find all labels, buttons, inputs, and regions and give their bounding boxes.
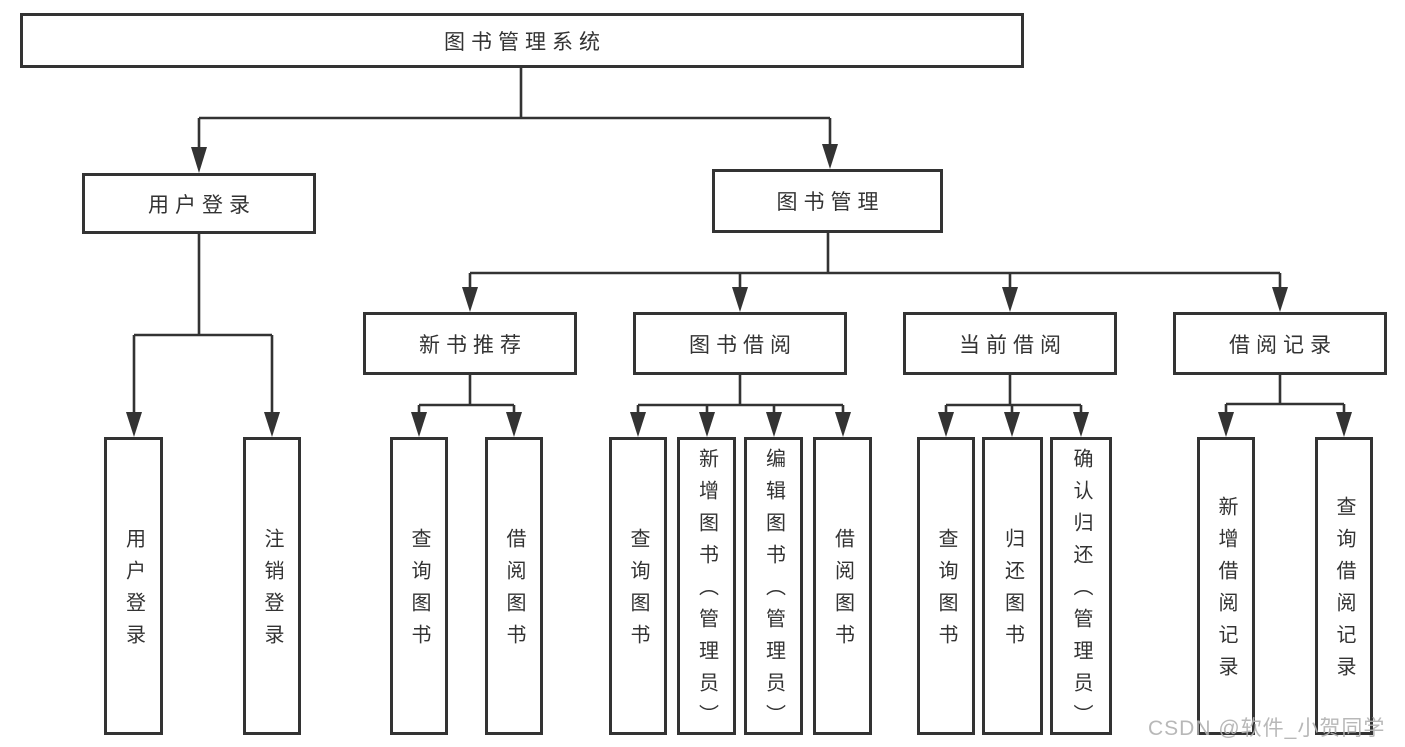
leaf-borrow-books-borrowing: 借阅图书: [813, 437, 872, 735]
leaf-confirm-return-admin-label: 确认归还（管理员）: [1070, 448, 1092, 736]
node-book-management: 图书管理: [712, 169, 943, 233]
leaf-borrow-books-borrowing-label: 借阅图书: [831, 528, 854, 656]
node-root-label: 图书管理系统: [444, 30, 606, 54]
leaf-add-books-admin-label: 新增图书（管理员）: [695, 448, 718, 736]
leaf-query-books-current-label: 查询图书: [935, 528, 957, 656]
node-borrowing-records: 借阅记录: [1173, 312, 1387, 375]
node-current-borrowing-label: 当前借阅: [959, 333, 1067, 357]
leaf-logout: 注销登录: [243, 437, 301, 735]
leaf-logout-label: 注销登录: [261, 528, 283, 656]
node-user-login: 用户登录: [82, 173, 316, 234]
node-user-login-label: 用户登录: [148, 193, 256, 217]
leaf-query-books-current: 查询图书: [917, 437, 975, 735]
leaf-return-books: 归还图书: [982, 437, 1043, 735]
node-book-borrowing-label: 图书借阅: [689, 333, 797, 357]
leaf-add-books-admin: 新增图书（管理员）: [677, 437, 736, 736]
node-new-book-recommendation-label: 新书推荐: [419, 333, 527, 357]
leaf-query-borrow-record-label: 查询借阅记录: [1333, 496, 1355, 688]
leaf-borrow-books-recommend: 借阅图书: [485, 437, 543, 735]
leaf-query-books-recommend: 查询图书: [390, 437, 448, 735]
leaf-query-books-borrowing: 查询图书: [609, 437, 667, 735]
leaf-add-borrow-record: 新增借阅记录: [1197, 437, 1255, 735]
node-book-management-label: 图书管理: [776, 191, 885, 214]
leaf-user-login: 用户登录: [104, 437, 163, 735]
node-current-borrowing: 当前借阅: [903, 312, 1117, 375]
node-book-borrowing: 图书借阅: [633, 312, 847, 375]
leaf-edit-books-admin-label: 编辑图书（管理员）: [762, 448, 785, 736]
node-root-system: 图书管理系统: [20, 13, 1024, 68]
leaf-query-books-borrowing-label: 查询图书: [627, 528, 649, 656]
arrowhead-icons: [126, 144, 1352, 437]
watermark: CSDN @软件_小贺同学: [1148, 717, 1386, 740]
leaf-query-books-recommend-label: 查询图书: [408, 528, 430, 656]
leaf-return-books-label: 归还图书: [1001, 528, 1024, 656]
leaf-user-login-label: 用户登录: [122, 528, 145, 656]
leaf-edit-books-admin: 编辑图书（管理员）: [744, 437, 803, 736]
leaf-borrow-books-recommend-label: 借阅图书: [503, 528, 525, 656]
leaf-add-borrow-record-label: 新增借阅记录: [1215, 496, 1237, 688]
node-new-book-recommendation: 新书推荐: [363, 312, 577, 375]
node-borrowing-records-label: 借阅记录: [1229, 333, 1337, 357]
leaf-query-borrow-record: 查询借阅记录: [1315, 437, 1373, 735]
leaf-confirm-return-admin: 确认归还（管理员）: [1050, 437, 1112, 736]
